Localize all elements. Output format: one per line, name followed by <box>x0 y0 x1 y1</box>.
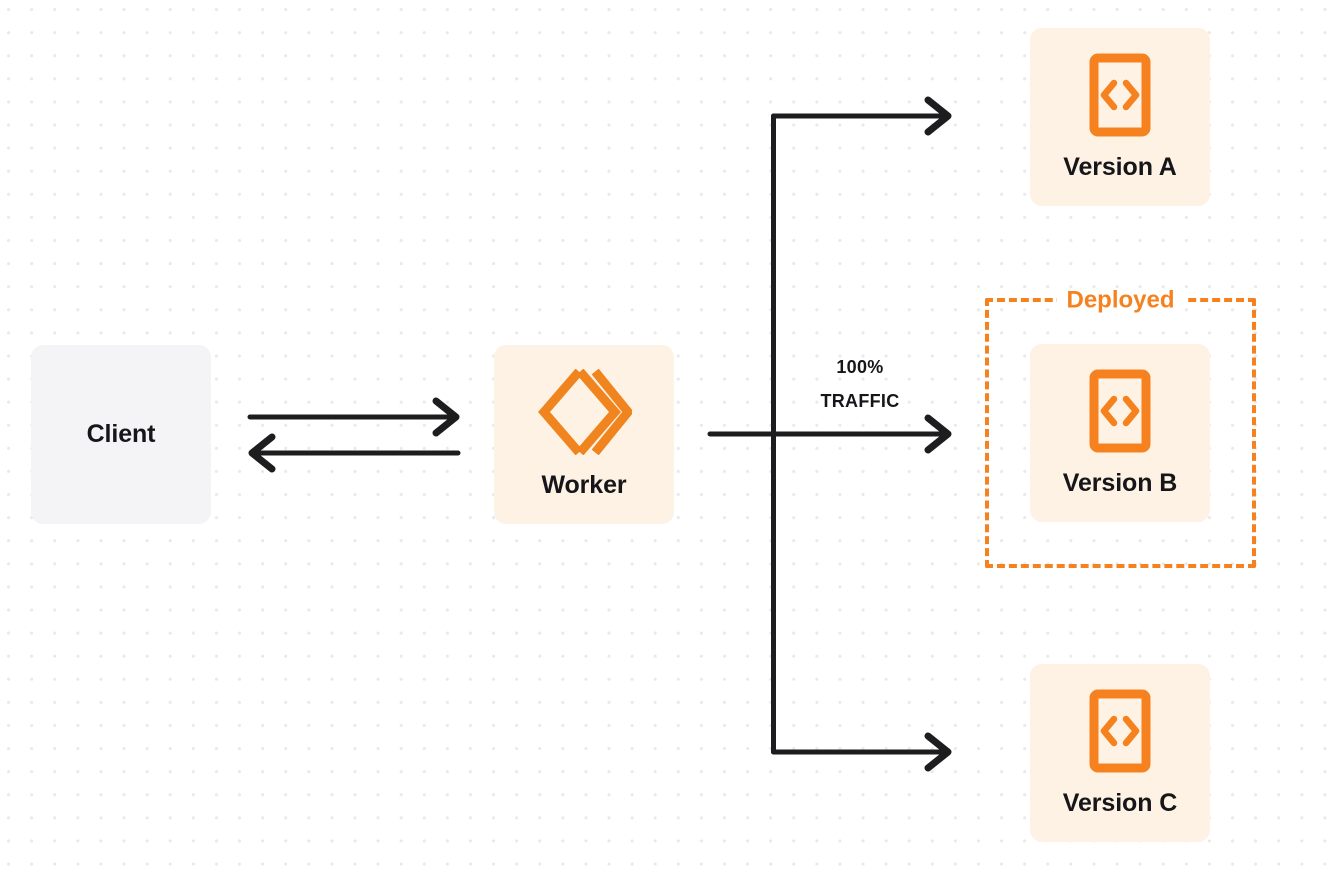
connector-worker-to-version-b <box>707 414 952 454</box>
connector-worker-to-client <box>248 433 461 473</box>
node-worker[interactable]: Worker <box>494 345 674 524</box>
cloudflare-workers-logo-icon <box>536 369 632 455</box>
node-version-b[interactable]: Version B <box>1030 344 1210 522</box>
code-file-icon <box>1089 689 1151 773</box>
node-worker-label: Worker <box>541 471 627 499</box>
node-version-b-label: Version B <box>1062 468 1178 497</box>
deployed-group: Deployed <box>985 288 1256 568</box>
connector-client-to-worker <box>247 397 460 437</box>
connector-worker-to-version-a <box>771 96 952 136</box>
node-version-c[interactable]: Version C <box>1030 664 1210 842</box>
node-version-c-label: Version C <box>1062 788 1178 817</box>
connector-worker-to-version-c <box>771 732 952 772</box>
node-client[interactable]: Client <box>31 345 211 524</box>
deployed-group-label: Deployed <box>1056 288 1185 313</box>
node-version-a[interactable]: Version A <box>1030 28 1210 206</box>
node-version-a-label: Version A <box>1063 152 1177 181</box>
node-client-label: Client <box>86 420 156 448</box>
traffic-label: 100% TRAFFIC <box>790 350 930 418</box>
traffic-percent: 100% <box>836 357 884 377</box>
traffic-unit: TRAFFIC <box>820 391 900 412</box>
code-file-icon <box>1089 53 1151 137</box>
code-file-icon <box>1089 369 1151 453</box>
